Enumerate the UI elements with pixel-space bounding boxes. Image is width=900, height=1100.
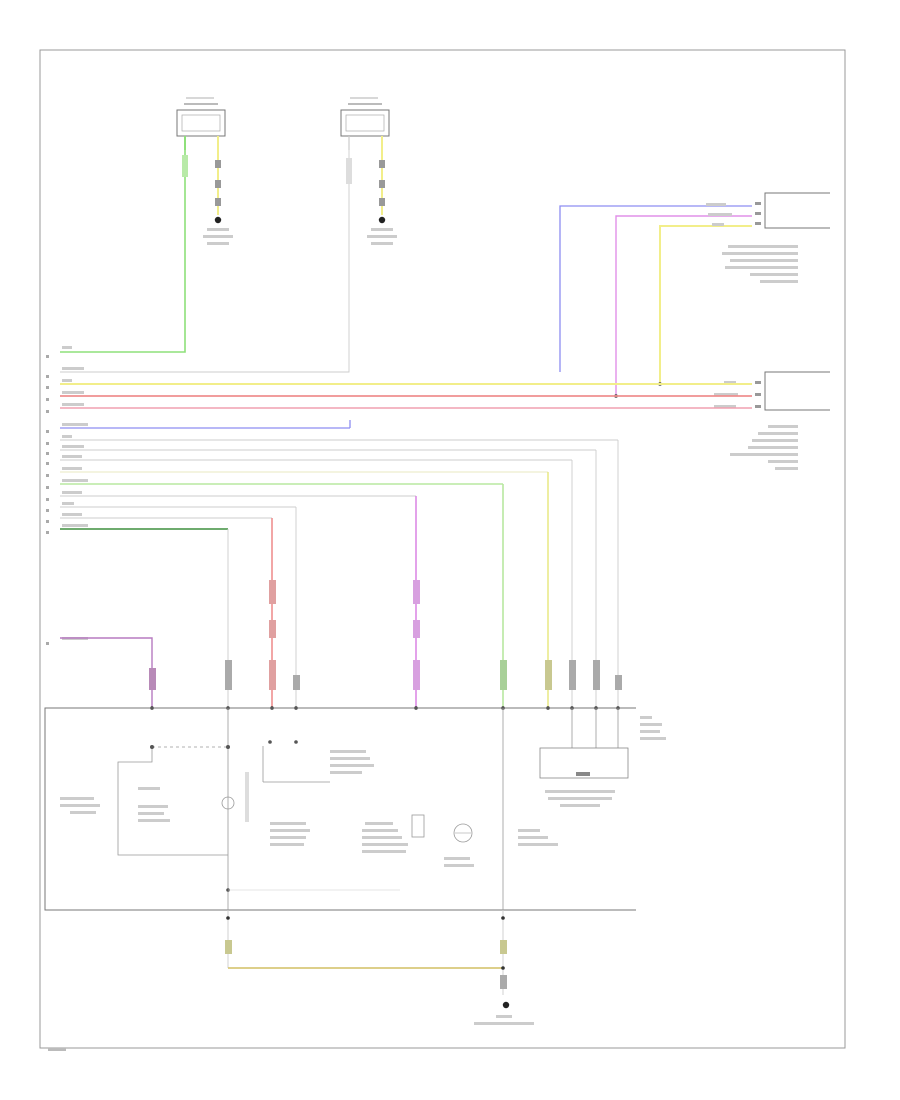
left-front-tweeter [176, 97, 226, 137]
left-rear-module [722, 192, 830, 283]
left-front-tweeter-body [176, 109, 226, 137]
violet-module-wire [615, 215, 752, 396]
green-tweeter-wire [60, 150, 186, 353]
main-bus-wires [60, 383, 752, 530]
diagram-frame [39, 49, 846, 1049]
left-front-module [730, 371, 830, 470]
left-ground-point [214, 216, 222, 224]
control-module-label [640, 716, 666, 740]
control-module-box [44, 707, 636, 911]
module-wire-labels [706, 203, 738, 408]
bus-wire-labels [62, 346, 88, 640]
bus-pin-markers [46, 355, 49, 645]
ground-labels [203, 228, 397, 245]
footer-code-mark [48, 1048, 66, 1051]
inline-connectors [149, 580, 622, 690]
module-internals [60, 708, 629, 910]
vertical-drops [60, 440, 619, 708]
yellow-module-wire [659, 225, 752, 384]
tweeter-pin-wires [184, 136, 383, 150]
gray-tweeter-wire [60, 150, 350, 373]
blue-module-wire [559, 205, 752, 372]
main-ground-point [502, 1001, 510, 1009]
right-ground-point [378, 216, 386, 224]
tweeter-ground-wires [215, 150, 385, 215]
bottom-ground-wiring [225, 910, 507, 995]
right-front-tweeter [340, 97, 390, 137]
right-front-tweeter-body [340, 109, 390, 137]
